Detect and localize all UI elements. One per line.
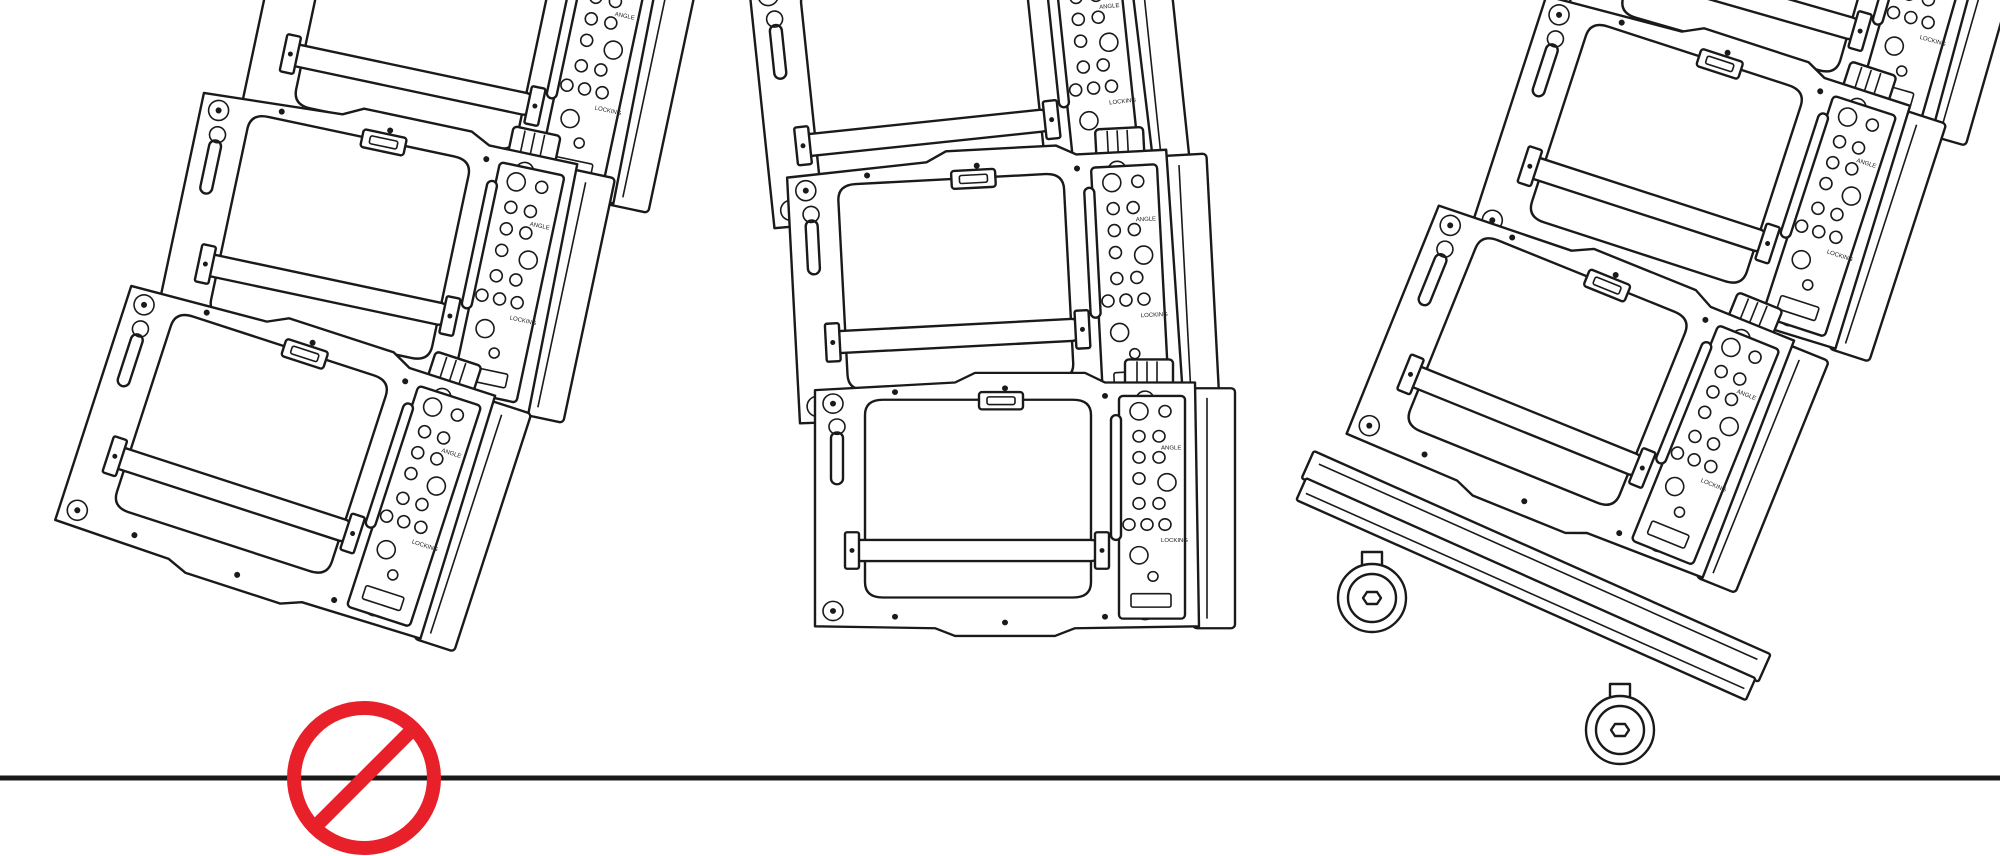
caster-wheel-icon <box>1336 550 1408 634</box>
dolly-frame <box>1295 450 1772 701</box>
cabinet-center-bottom <box>813 358 1237 638</box>
caster-wheel-icon <box>1584 682 1656 766</box>
prohibition-icon <box>287 701 441 855</box>
stack-right-on-dolly <box>1295 0 2000 766</box>
stack-center-straight <box>744 0 1237 638</box>
stack-left-tilted <box>50 0 708 661</box>
